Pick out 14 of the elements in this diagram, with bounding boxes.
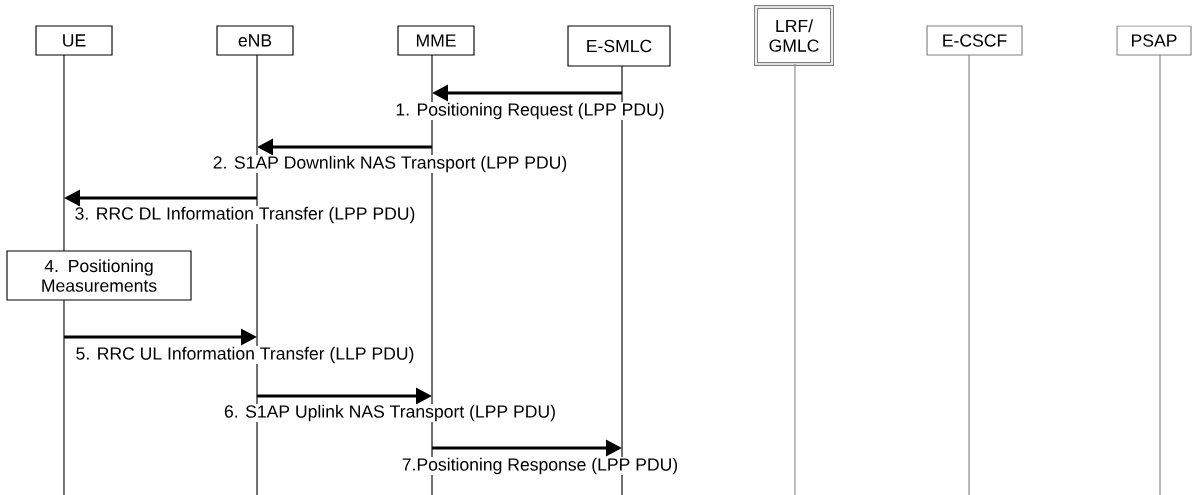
participant-box: eNB	[216, 25, 294, 56]
participant-box: LRF/ GMLC	[754, 5, 834, 66]
participant-box: E-SMLC	[567, 25, 671, 67]
edge-label: 3. RRC DL Information Transfer (LPP PDU)	[73, 206, 417, 224]
participant-box: E-CSCF	[926, 25, 1023, 56]
participant-box: UE	[35, 25, 113, 56]
edge-label: 2. S1AP Downlink NAS Transport (LPP PDU)	[212, 155, 568, 173]
edge-label: 6. S1AP Uplink NAS Transport (LPP PDU)	[223, 404, 557, 422]
edge-label: 5. RRC UL Information Transfer (LLP PDU)	[74, 346, 416, 364]
edge-label: 1. Positioning Request (LPP PDU)	[394, 102, 666, 120]
step-box: 4. Positioning Measurements	[6, 250, 192, 301]
participant-box: PSAP	[1116, 25, 1192, 56]
edge-label: 7.Positioning Response (LPP PDU)	[401, 457, 679, 475]
participant-box: MME	[397, 25, 475, 56]
